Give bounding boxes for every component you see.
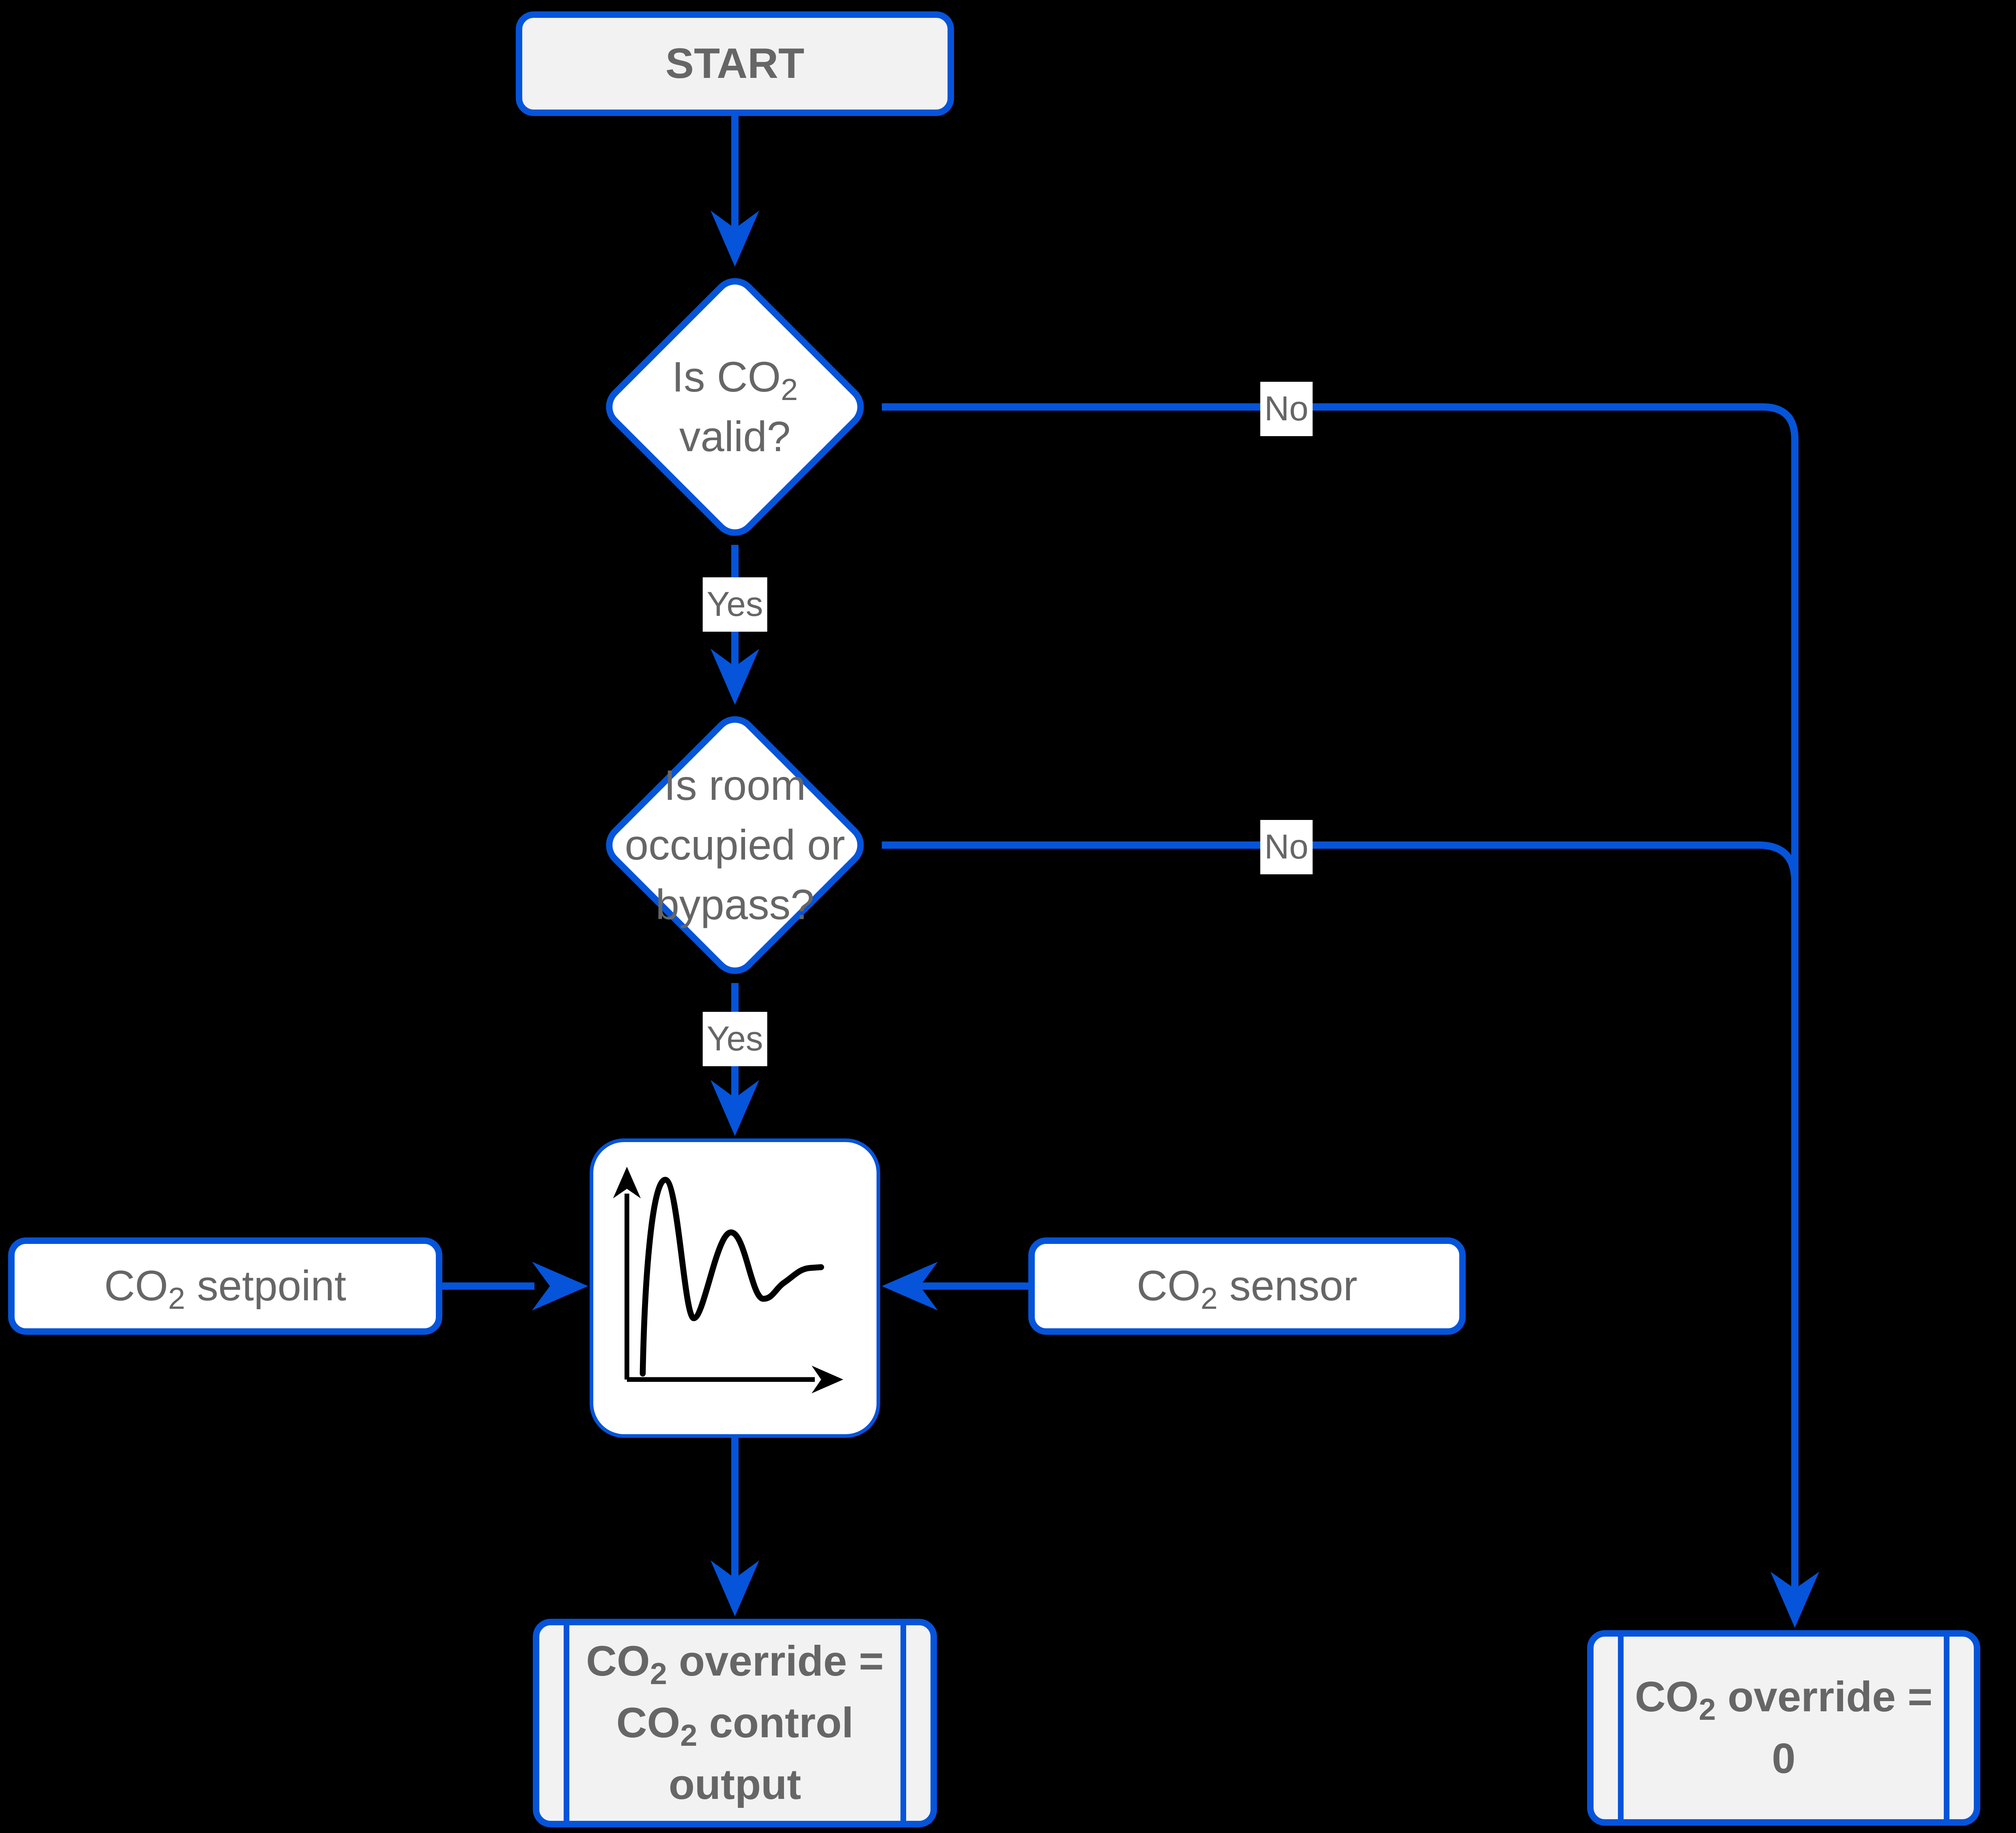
edge-label-no-2: No — [1260, 820, 1313, 874]
co2-sensor-label: CO2 sensor — [1137, 1262, 1357, 1316]
co2-sensor-node: CO2 sensor — [1028, 1237, 1466, 1335]
edge-decision1-no — [882, 403, 1798, 1590]
edge-label-no-1: No — [1260, 382, 1313, 436]
override-zero-label: CO2 override = 0 — [1635, 1673, 1933, 1782]
co2-setpoint-label: CO2 setpoint — [104, 1262, 347, 1316]
predefined-bar-right — [1944, 1637, 1949, 1819]
arrowhead-into-pid-left — [532, 1262, 588, 1310]
decision-co2-valid-label: Is CO2 valid? — [672, 353, 798, 460]
damped-response-curve — [640, 1177, 824, 1377]
arrowhead-into-pid-top — [711, 1080, 759, 1136]
arrowhead-into-override-output — [711, 1560, 759, 1616]
edge-label-yes-2: Yes — [702, 1012, 767, 1066]
override-output-label: CO2 override = CO2 control output — [586, 1637, 884, 1809]
override-equals-zero-node: CO2 override = 0 — [1587, 1630, 1980, 1826]
pid-response-curve-icon — [613, 1166, 844, 1394]
arrowhead-into-decision1 — [711, 211, 759, 267]
co2-setpoint-node: CO2 setpoint — [8, 1237, 442, 1335]
predefined-bar-right — [900, 1625, 906, 1821]
predefined-bar-left — [1618, 1637, 1624, 1819]
predefined-bar-left — [564, 1625, 569, 1821]
y-axis-arrowhead — [613, 1166, 641, 1198]
edge-decision2-no — [882, 841, 1798, 882]
start-node: START — [516, 11, 954, 116]
arrowhead-into-pid-right — [882, 1262, 938, 1310]
pid-control-node — [590, 1138, 880, 1438]
override-equals-control-output-node: CO2 override = CO2 control output — [533, 1619, 937, 1827]
x-axis-arrowhead — [812, 1366, 844, 1394]
decision-room-occupied-label: Is room occupied or bypass? — [625, 762, 845, 929]
start-label: START — [665, 40, 805, 87]
edge-label-yes-1: Yes — [702, 577, 767, 632]
arrowhead-into-decision2 — [711, 649, 759, 705]
arrowhead-into-override-zero — [1770, 1572, 1819, 1628]
